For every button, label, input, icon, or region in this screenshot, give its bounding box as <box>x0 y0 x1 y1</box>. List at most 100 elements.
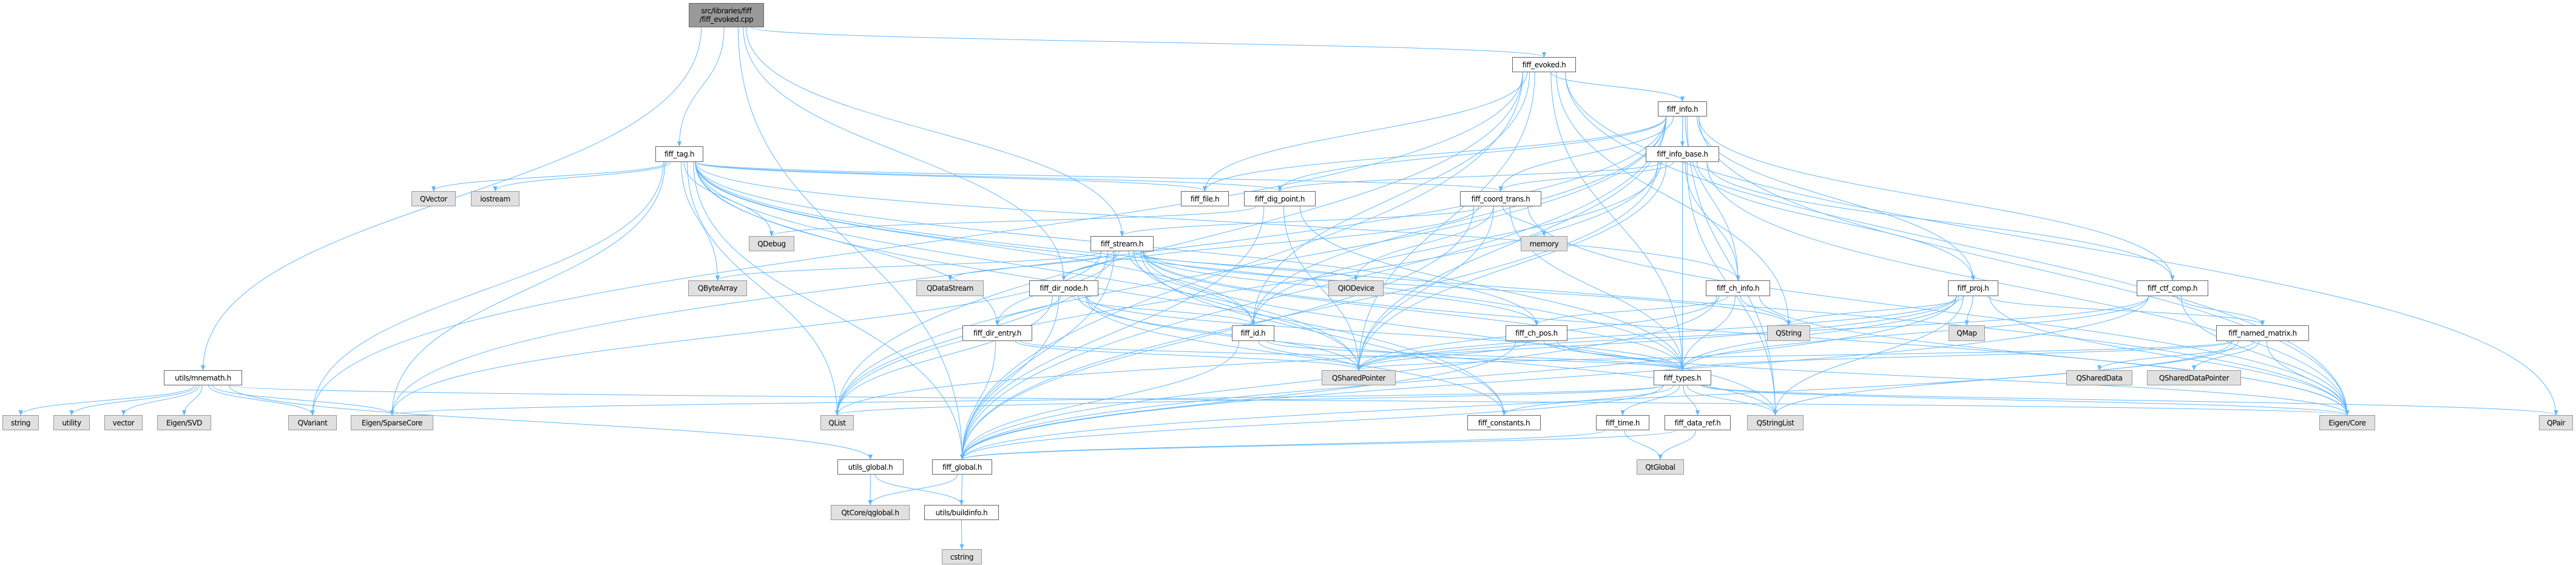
edge-dig_point-to-types <box>1299 206 1685 371</box>
node-qstringlist[interactable]: QStringList <box>1747 415 1804 430</box>
node-vector[interactable]: vector <box>104 415 143 430</box>
node-qiodevice[interactable]: QIODevice <box>1328 280 1384 296</box>
node-label: src/libraries/fiff /fiff_evoked.cpp <box>699 7 754 24</box>
edge-data_ref-to-global <box>960 430 1676 460</box>
node-fiff-info-base-h[interactable]: fiff_info_base.h <box>1646 146 1719 162</box>
node-label: fiff_ctf_comp.h <box>2147 284 2198 293</box>
edge-cpp-to-evoked <box>751 27 1546 58</box>
node-fiff-ctf-comp-h[interactable]: fiff_ctf_comp.h <box>2137 280 2208 296</box>
edge-named_matrix-to-global <box>960 340 2232 460</box>
node-qdebug[interactable]: QDebug <box>749 236 794 251</box>
edge-coord_trans-to-eigen_core <box>1527 206 2350 416</box>
node-cstring[interactable]: cstring <box>942 549 982 564</box>
edge-evoked-to-file <box>1202 72 1528 192</box>
node-fiff-evoked-h[interactable]: fiff_evoked.h <box>1512 57 1576 72</box>
node-label: fiff_global.h <box>942 462 982 472</box>
node-fiff-proj-h[interactable]: fiff_proj.h <box>1948 280 1998 296</box>
node-fiff-coord-trans-h[interactable]: fiff_coord_trans.h <box>1460 191 1541 206</box>
node-utils-buildinfo-h[interactable]: utils/buildinfo.h <box>924 505 999 520</box>
node-eigen-svd[interactable]: Eigen/SVD <box>157 415 211 430</box>
node-fiff-constants-h[interactable]: fiff_constants.h <box>1467 415 1541 430</box>
edge-mnemath-to-qvariant <box>208 385 315 416</box>
edge-info_base-to-global <box>959 161 1658 460</box>
node-fiff-ch-pos-h[interactable]: fiff_ch_pos.h <box>1506 325 1567 341</box>
node-fiff-id-h[interactable]: fiff_id.h <box>1232 325 1274 341</box>
node-fiff-ch-info-h[interactable]: fiff_ch_info.h <box>1706 280 1770 296</box>
node-fiff-time-h[interactable]: fiff_time.h <box>1596 415 1649 430</box>
edge-coord_trans-to-qsharedpointer <box>1356 206 1494 371</box>
edge-ch_pos-to-types <box>1543 340 1685 371</box>
edge-id-to-types <box>1266 340 1685 371</box>
node-qsharedpointer[interactable]: QSharedPointer <box>1322 370 1396 385</box>
node-label: Eigen/Core <box>2328 418 2366 427</box>
edge-proj-to-qsharedpointer <box>1356 296 1957 371</box>
node-qshareddatapointer[interactable]: QSharedDataPointer <box>2147 370 2241 385</box>
edge-info_base-to-qsharedpointer <box>1356 161 1667 371</box>
edge-dir_node-to-constants <box>1085 296 1507 416</box>
node-fiff-evoked-cpp[interactable]: src/libraries/fiff /fiff_evoked.cpp <box>689 3 764 27</box>
edge-ch_pos-to-qsharedpointer <box>1356 340 1528 371</box>
node-fiff-data-ref-h[interactable]: fiff_data_ref.h <box>1665 415 1731 430</box>
node-fiff-dir-entry-h[interactable]: fiff_dir_entry.h <box>962 325 1032 341</box>
node-label: QSharedDataPointer <box>2158 373 2229 382</box>
edge-dir_node-to-types <box>1086 296 1685 371</box>
edge-tag-to-qvariant <box>310 161 664 416</box>
edge-coord_trans-to-types <box>1509 206 1685 371</box>
node-label: QtGlobal <box>1645 462 1675 472</box>
node-qtglobal[interactable]: QtGlobal <box>1637 459 1684 475</box>
edge-stream-to-qdatastream <box>947 251 1114 281</box>
node-qvariant[interactable]: QVariant <box>288 415 337 430</box>
node-memory[interactable]: memory <box>1521 236 1567 251</box>
edge-stream-to-global <box>959 251 1115 460</box>
node-qpair[interactable]: QPair <box>2539 415 2573 430</box>
node-qdatastream[interactable]: QDataStream <box>916 280 984 296</box>
node-qshareddata[interactable]: QSharedData <box>2066 370 2132 385</box>
edge-mnemath-to-vector <box>121 385 200 416</box>
node-qmap[interactable]: QMap <box>1949 325 1985 341</box>
node-utils-mnemath-h[interactable]: utils/mnemath.h <box>164 370 242 385</box>
edge-dig_point-to-qdebug <box>769 206 1257 237</box>
edge-stream-to-dir_node <box>1061 251 1120 281</box>
edge-named_matrix-to-qshareddata <box>2097 340 2255 371</box>
node-eigen-sparsecore[interactable]: Eigen/SparseCore <box>351 415 433 430</box>
edge-evoked-to-qstring <box>1556 72 1791 326</box>
node-fiff-global-h[interactable]: fiff_global.h <box>932 459 992 475</box>
edge-id-to-global <box>959 340 1240 460</box>
edge-proj-to-qmap <box>1964 296 1973 326</box>
edge-stream-to-qstring <box>1143 251 1791 326</box>
node-qtcore-qglobal-h[interactable]: QtCore/qglobal.h <box>831 505 910 520</box>
edge-ctf_comp-to-eigen_core <box>2180 296 2350 416</box>
node-fiff-named-matrix-h[interactable]: fiff_named_matrix.h <box>2216 325 2309 341</box>
edge-named_matrix-to-eigen_core <box>2266 340 2350 416</box>
node-qbytearray[interactable]: QByteArray <box>688 280 747 296</box>
edge-cpp-to-dir_node <box>743 27 1066 281</box>
node-fiff-dir-node-h[interactable]: fiff_dir_node.h <box>1029 280 1098 296</box>
edge-types-to-global <box>960 385 1664 460</box>
node-fiff-tag-h[interactable]: fiff_tag.h <box>655 146 703 162</box>
node-iostream[interactable]: iostream <box>471 191 519 206</box>
edge-id-to-qsharedpointer <box>1258 340 1361 371</box>
node-fiff-dig-point-h[interactable]: fiff_dig_point.h <box>1244 191 1316 206</box>
node-fiff-info-h[interactable]: fiff_info.h <box>1658 101 1707 117</box>
node-qstring[interactable]: QString <box>1767 325 1810 341</box>
node-fiff-stream-h[interactable]: fiff_stream.h <box>1090 236 1154 251</box>
node-utility[interactable]: utility <box>53 415 90 430</box>
edge-stream-to-id <box>1128 251 1256 326</box>
edge-evoked-to-types <box>1550 72 1685 371</box>
node-label: QSharedPointer <box>1331 373 1386 382</box>
node-fiff-types-h[interactable]: fiff_types.h <box>1654 370 1711 385</box>
node-label: fiff_time.h <box>1605 418 1640 427</box>
node-utils-global-h[interactable]: utils_global.h <box>837 459 904 475</box>
edge-cpp-to-stream <box>746 27 1124 237</box>
edge-ch_info-to-types <box>1680 296 1736 371</box>
node-label: Eigen/SparseCore <box>361 418 423 427</box>
node-qlist[interactable]: QList <box>820 415 854 430</box>
edge-types-to-constants <box>1501 385 1674 416</box>
node-eigen-core[interactable]: Eigen/Core <box>2319 415 2375 430</box>
node-qvector[interactable]: QVector <box>411 191 456 206</box>
edge-dir_node-to-qstringlist <box>1086 296 1778 416</box>
edge-named_matrix-to-types <box>1680 340 2234 371</box>
edge-mnemath-to-utility <box>69 385 197 416</box>
node-string[interactable]: string <box>2 415 39 430</box>
node-fiff-file-h[interactable]: fiff_file.h <box>1181 191 1229 206</box>
